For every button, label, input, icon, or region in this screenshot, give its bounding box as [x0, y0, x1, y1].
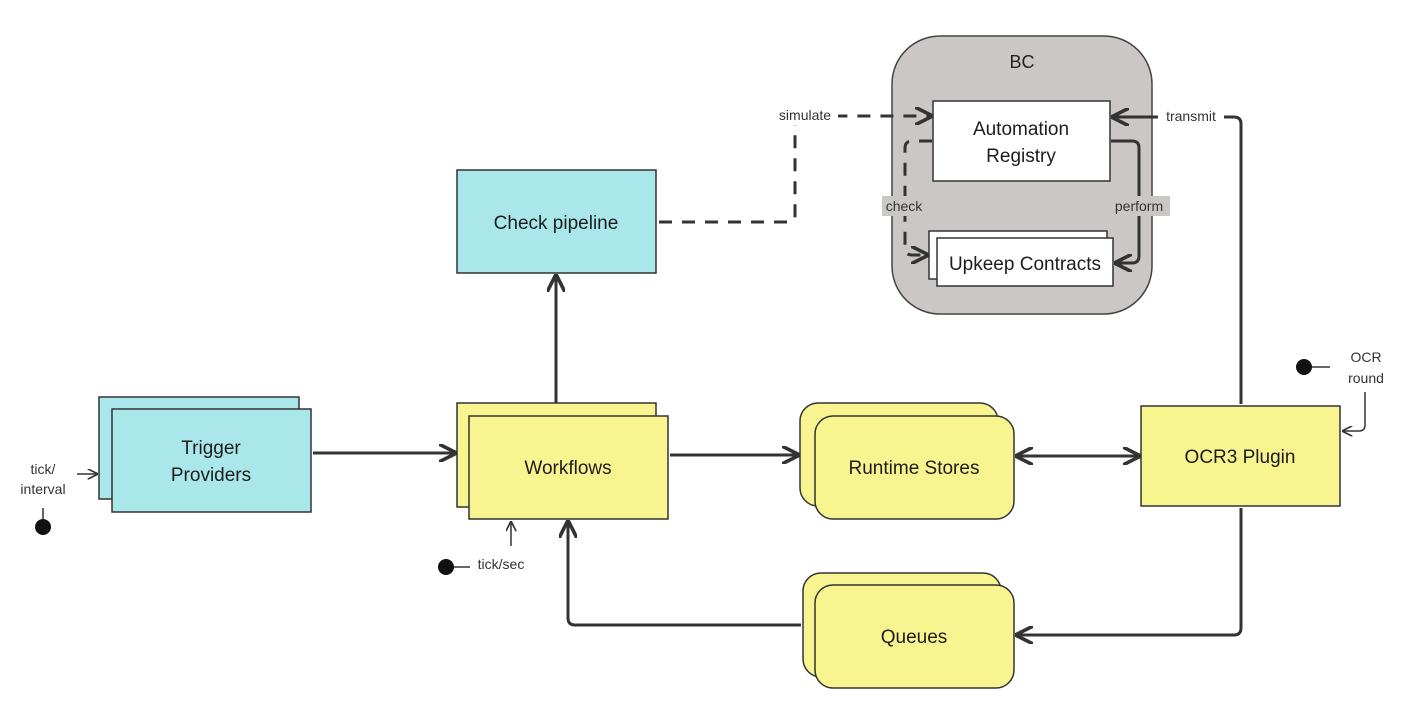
- ocr-round-input: OCR round: [1296, 349, 1384, 431]
- perform-label-bg: [1108, 196, 1170, 216]
- queues-label: Queues: [881, 627, 948, 648]
- ocr3-plugin-node[interactable]: OCR3 Plugin: [1140, 405, 1341, 507]
- tick-interval-dot: [35, 519, 51, 535]
- check-pipeline-node[interactable]: Check pipeline: [456, 169, 657, 274]
- perform-label: perform: [1115, 198, 1163, 214]
- automation-registry-node[interactable]: Automation Registry: [932, 100, 1111, 182]
- tick-interval-input: tick/ interval: [20, 461, 97, 535]
- tick-interval-label-line1: tick/: [31, 461, 56, 477]
- transmit-label-bg: [1158, 106, 1224, 126]
- tick-sec-dot: [438, 559, 454, 575]
- check-label: check: [886, 198, 924, 214]
- upkeep-contracts-node[interactable]: Upkeep Contracts: [928, 230, 1114, 287]
- transmit-label: transmit: [1166, 108, 1216, 124]
- runtime-stores-node[interactable]: Runtime Stores: [799, 402, 1015, 520]
- ocr-round-label-line1: OCR: [1350, 349, 1381, 365]
- check-label-bg: [882, 196, 928, 216]
- tick-interval-label-line2: interval: [20, 481, 65, 497]
- ocr-round-label-line2: round: [1348, 370, 1384, 386]
- automation-registry-label-line1: Automation: [973, 119, 1069, 140]
- trigger-providers-front: [111, 408, 312, 513]
- runtime-stores-label: Runtime Stores: [849, 458, 980, 479]
- tick-sec-input: tick/sec: [438, 522, 524, 575]
- workflows-front: [468, 415, 669, 520]
- ocr-round-dot: [1296, 359, 1312, 375]
- check-pipeline-label: Check pipeline: [494, 213, 619, 234]
- ocr3-plugin-label: OCR3 Plugin: [1185, 447, 1296, 468]
- trigger-providers-label-line1: Trigger: [181, 438, 241, 459]
- bc-group-label: BC: [1009, 52, 1034, 72]
- simulate-label-bg: [772, 105, 838, 125]
- edge-queues-to-workflows: [568, 522, 801, 627]
- edge-ocr3-transmit: [1113, 117, 1243, 404]
- edge-ocr3-to-queues: [1017, 508, 1243, 635]
- tick-sec-label: tick/sec: [478, 556, 525, 572]
- upkeep-contracts-label: Upkeep Contracts: [949, 254, 1101, 275]
- trigger-providers-node[interactable]: Trigger Providers: [98, 396, 312, 513]
- automation-registry-label-line2: Registry: [986, 146, 1056, 167]
- queues-front: [814, 584, 1015, 689]
- upkeep-contracts-front: [936, 237, 1114, 287]
- workflows-node[interactable]: Workflows: [456, 402, 669, 520]
- queues-node[interactable]: Queues: [802, 572, 1015, 689]
- simulate-label: simulate: [779, 107, 831, 123]
- trigger-providers-label-line2: Providers: [171, 465, 251, 486]
- workflows-label: Workflows: [524, 458, 611, 479]
- runtime-stores-front: [814, 415, 1015, 520]
